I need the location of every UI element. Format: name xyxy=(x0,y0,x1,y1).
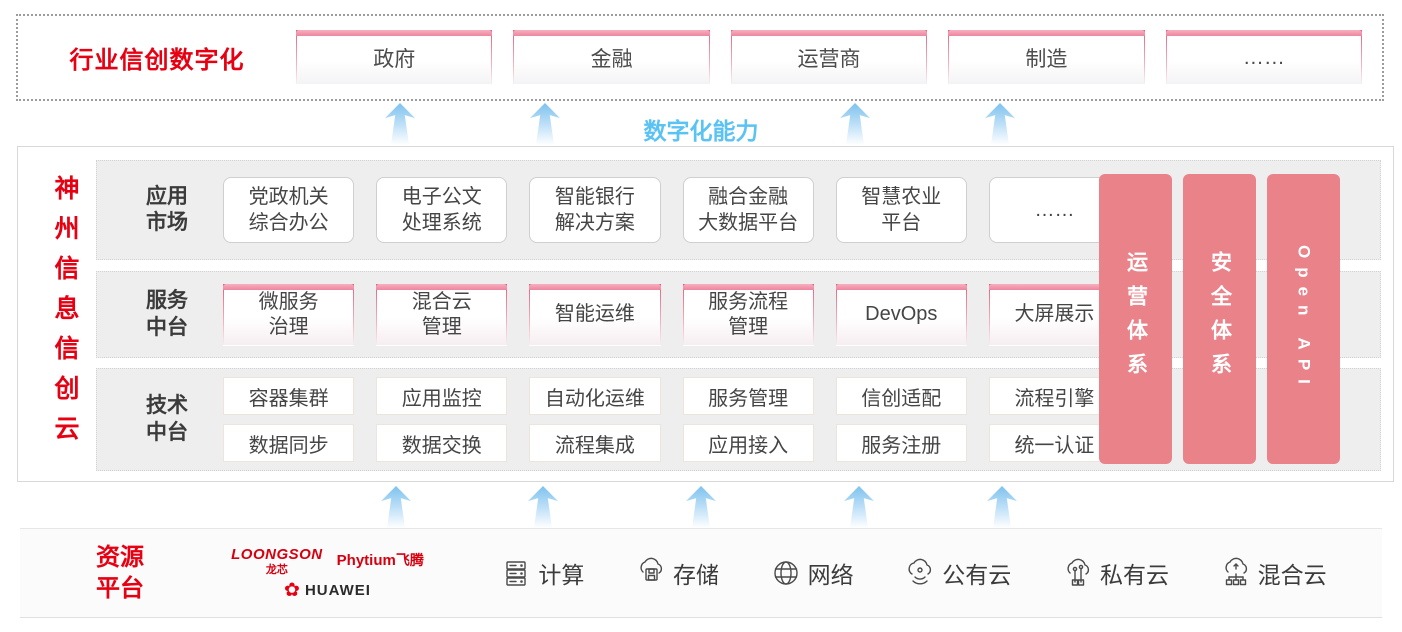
tech-box: 应用接入 xyxy=(682,424,814,462)
tech-box: 数据交换 xyxy=(376,424,508,462)
service-box: 服务流程 管理 xyxy=(682,283,814,346)
tech-box: 应用监控 xyxy=(376,377,508,415)
service-box: 智能运维 xyxy=(529,283,661,346)
tech-row-2: 数据同步 数据交换 流程集成 应用接入 服务注册 统一认证 xyxy=(223,424,1121,462)
arrow-up-icon xyxy=(686,486,716,528)
service-items: 微服务 治理 混合云 管理 智能运维 服务流程 管理 DevOps 大屏展示 xyxy=(223,283,1121,346)
industry-section-title: 行业信创数字化 xyxy=(69,47,245,74)
industry-box-manufacturing: 制造 xyxy=(948,30,1146,85)
band-label-app-market: 应用 市场 xyxy=(146,184,188,234)
tech-box: 数据同步 xyxy=(223,424,355,462)
resource-items: 计算 存储 网络 xyxy=(435,556,1382,590)
hybrid-cloud-icon xyxy=(1225,557,1247,586)
band-label-tech: 技术 中台 xyxy=(146,394,188,444)
arrow-up-icon xyxy=(385,103,415,145)
tech-box: 统一认证 xyxy=(988,424,1121,462)
resource-compute: 计算 xyxy=(500,556,584,590)
huawei-flower-icon: ✿ xyxy=(284,580,300,601)
network-icon xyxy=(773,561,798,585)
resource-panel: 资源 平台 LOONGSON 龙芯 Phytium飞腾 ✿ HUAWEI xyxy=(20,528,1382,618)
storage-icon xyxy=(640,557,663,581)
tech-box: 流程集成 xyxy=(529,424,661,462)
tech-row-1: 容器集群 应用监控 自动化运维 服务管理 信创适配 流程引擎 xyxy=(223,377,1121,415)
arrow-up-icon xyxy=(985,103,1015,145)
resource-network: 网络 xyxy=(770,556,854,590)
industry-box-finance: 金融 xyxy=(513,30,711,85)
tech-box: 服务管理 xyxy=(682,377,814,415)
resource-public-cloud: 公有云 xyxy=(904,556,1011,590)
industry-box-operator: 运营商 xyxy=(730,30,928,85)
service-box: 混合云 管理 xyxy=(376,283,508,346)
service-box: DevOps xyxy=(835,283,968,346)
band-service-platform: 服务 中台 微服务 治理 混合云 管理 智能运维 服务流程 管理 DevOps … xyxy=(96,271,1381,358)
service-box: 微服务 治理 xyxy=(223,283,355,346)
platform-box: 神州信息信创云 应用 市场 党政机关 综合办公 电子公文 处理系统 智能银行 解… xyxy=(17,146,1394,482)
platform-title: 神州信息信创云 xyxy=(51,175,79,455)
arrow-up-icon xyxy=(840,103,870,145)
private-cloud-icon xyxy=(1067,558,1090,586)
tech-box: 信创适配 xyxy=(835,377,967,415)
arrow-up-icon xyxy=(844,486,874,528)
band-label-service: 服务 中台 xyxy=(146,289,188,339)
tech-box: 流程引擎 xyxy=(988,377,1121,415)
vendor-logos: LOONGSON 龙芯 Phytium飞腾 ✿ HUAWEI xyxy=(220,546,435,600)
industry-box-list: 政府 金融 运营商 制造 …… xyxy=(296,30,1382,85)
tech-items: 容器集群 应用监控 自动化运维 服务管理 信创适配 流程引擎 数据同步 数据交换… xyxy=(223,377,1121,462)
service-box: 大屏展示 xyxy=(988,283,1121,346)
pillar-operation-system: 运营体系 xyxy=(1099,174,1172,464)
capability-label: 数字化能力 xyxy=(643,118,759,144)
industry-box-government: 政府 xyxy=(296,30,493,85)
huawei-logo: ✿ HUAWEI xyxy=(284,580,371,601)
arrow-up-icon xyxy=(987,486,1017,528)
app-box: 融合金融 大数据平台 xyxy=(682,177,814,243)
pillar-open-api: Open API xyxy=(1267,174,1340,464)
resource-hybrid-cloud: 混合云 xyxy=(1220,556,1327,590)
industry-section: 行业信创数字化 政府 金融 运营商 制造 …… xyxy=(16,14,1384,101)
arrow-up-icon xyxy=(530,103,560,145)
resource-storage: 存储 xyxy=(635,556,719,590)
resource-panel-title: 资源 平台 xyxy=(96,543,144,602)
loongson-logo: LOONGSON 龙芯 xyxy=(231,546,323,576)
tech-box: 服务注册 xyxy=(835,424,967,462)
app-box: 智能银行 解决方案 xyxy=(529,177,661,243)
app-box: 党政机关 综合办公 xyxy=(223,177,355,243)
app-box-more: …… xyxy=(988,177,1121,243)
public-cloud-icon xyxy=(908,558,932,585)
phytium-logo: Phytium飞腾 xyxy=(336,552,424,569)
app-box: 智慧农业 平台 xyxy=(835,177,967,243)
arrow-up-icon xyxy=(528,486,558,528)
tech-box: 容器集群 xyxy=(223,377,355,415)
app-box: 电子公文 处理系统 xyxy=(376,177,508,243)
arrow-up-icon xyxy=(381,486,411,528)
resource-private-cloud: 私有云 xyxy=(1062,556,1169,590)
app-market-items: 党政机关 综合办公 电子公文 处理系统 智能银行 解决方案 融合金融 大数据平台… xyxy=(223,177,1121,243)
tech-box: 自动化运维 xyxy=(529,377,661,415)
compute-icon xyxy=(506,561,527,586)
industry-box-more: …… xyxy=(1165,30,1363,85)
pillar-security-system: 安全体系 xyxy=(1183,174,1256,464)
